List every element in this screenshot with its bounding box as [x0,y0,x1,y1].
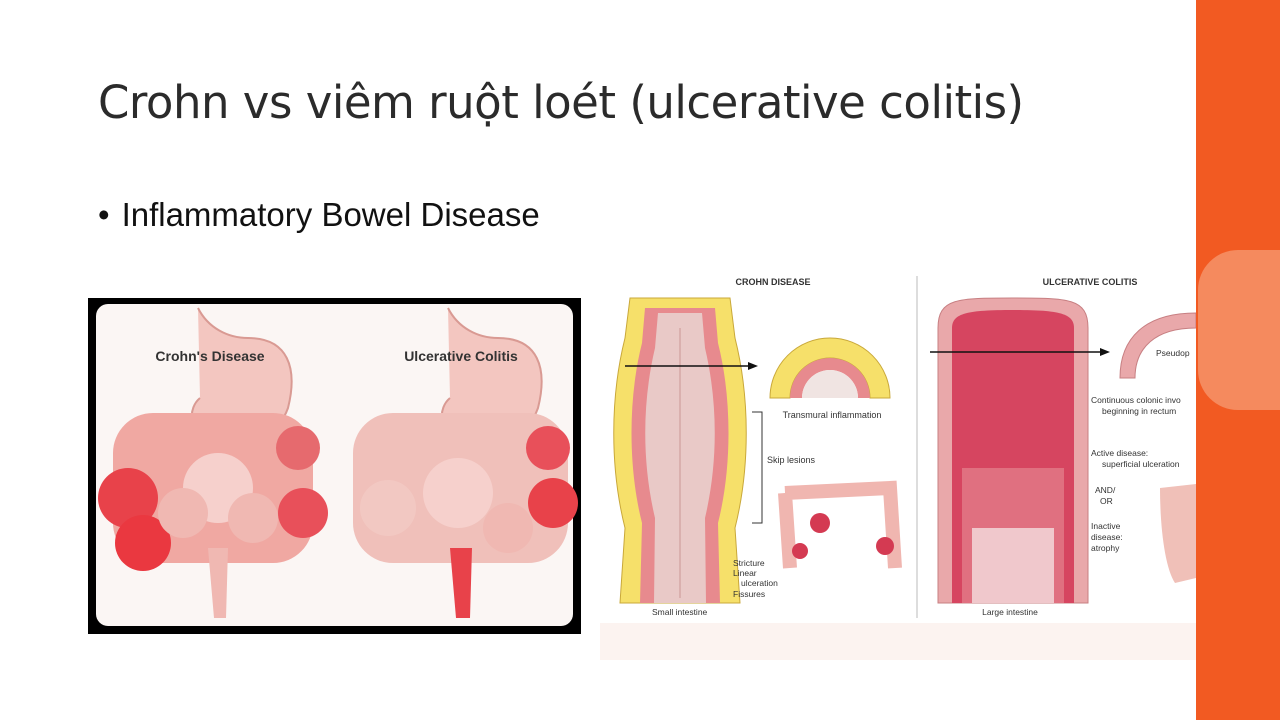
crohn-colon-drawing [778,480,902,569]
linear-label: Linear [733,568,757,578]
small-intestine-drawing [613,297,747,604]
circle-icon [35,513,49,527]
bullet-text: Inflammatory Bowel Disease [121,196,540,233]
bullet-dot: • [98,196,110,233]
sidebar-button-top[interactable] [0,125,84,155]
inactive-label-3: atrophy [1091,543,1120,553]
crohn-heading: CROHN DISEASE [735,277,810,287]
crohn-tract-illustration [98,307,328,618]
small-intestine-label: Small intestine [652,607,708,617]
search-button[interactable] [0,300,84,360]
uc-heading: ULCERATIVE COLITIS [1043,277,1138,287]
crohn-label: Crohn's Disease [155,348,264,364]
large-intestine-drawing [937,297,1089,604]
uc-colon-drawing [1160,484,1196,583]
circle-icon [35,133,49,147]
large-intestine-label: Large intestine [982,607,1038,617]
inactive-label-2: disease: [1091,532,1123,542]
active-label-2: superficial ulceration [1102,459,1180,469]
fissures-label: Fissures [733,589,765,599]
search-icon [23,311,60,350]
sidebar-button-bottom[interactable] [0,505,84,535]
slide-title: Crohn vs viêm ruột loét (ulcerative coli… [98,76,1024,129]
continuous-label-1: Continuous colonic invo [1091,395,1181,405]
active-tool-highlight [1198,250,1280,410]
transmural-label: Transmural inflammation [783,410,882,420]
or-label: OR [1100,496,1113,506]
ulceration-label: ulceration [741,578,778,588]
crohn-uc-diagram: CROHN DISEASE ULCERATIVE COLITIS Transmu… [600,268,1196,660]
stricture-label: Stricture [733,558,765,568]
slide: Crohn vs viêm ruột loét (ulcerative coli… [88,76,1196,660]
bullet-item: • Inflammatory Bowel Disease [98,196,540,234]
continuous-label-2: beginning in rectum [1102,406,1176,416]
uc-tract-illustration [353,307,578,618]
chevron-down-icon [29,602,55,617]
inactive-label-1: Inactive [1091,521,1121,531]
skip-lesions-label: Skip lesions [767,455,816,465]
collapse-button[interactable] [0,592,84,628]
crohn-cross-section [769,337,891,399]
and-label: AND/ [1095,485,1116,495]
ibd-comparison-image: Crohn's Disease Ulcerative Colitis [88,298,581,634]
active-label-1: Active disease: [1091,448,1148,458]
uc-cross-section [1119,312,1196,379]
uc-label: Ulcerative Colitis [404,348,518,364]
pseudopolyp-label: Pseudop [1156,348,1190,358]
